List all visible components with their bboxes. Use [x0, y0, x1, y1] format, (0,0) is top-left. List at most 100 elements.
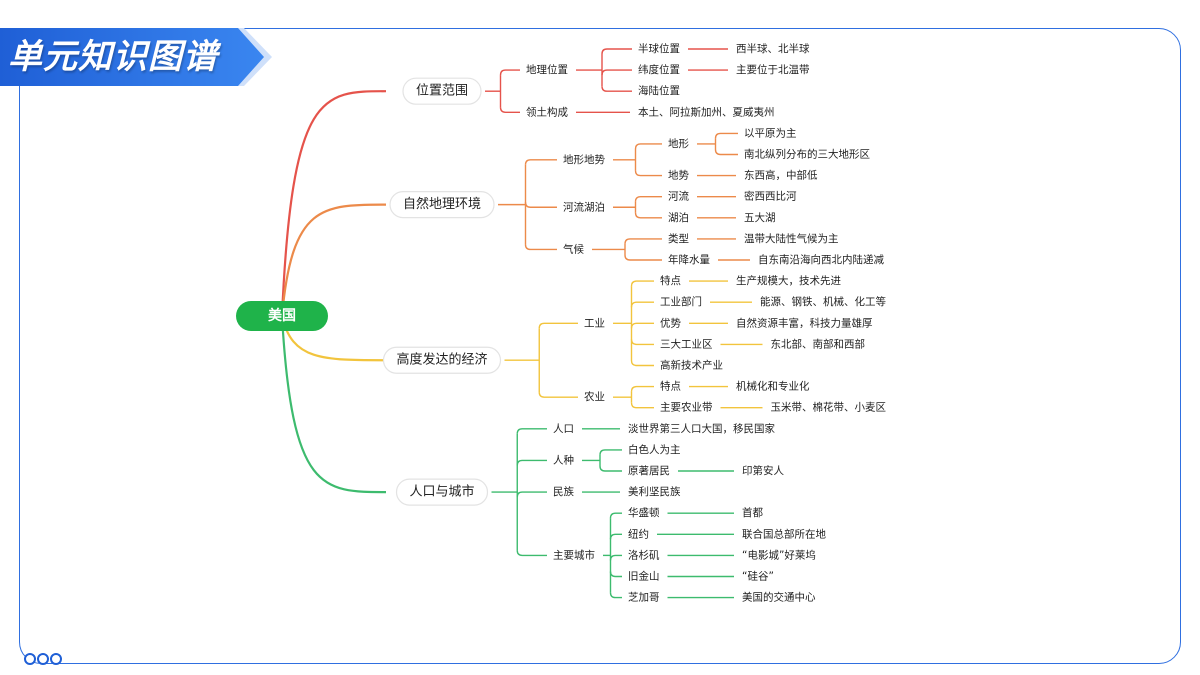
- detail-node: 机械化和专业化: [736, 380, 810, 393]
- page-dot-icon: [37, 653, 49, 665]
- content-frame: [19, 28, 1181, 664]
- branch-curve: [280, 90, 387, 317]
- subtopic-node: 半球位置: [638, 42, 680, 55]
- topic-node-bg: [382, 346, 502, 374]
- connector: [499, 107, 520, 113]
- detail-node: 印第安人: [742, 464, 784, 477]
- detail-node: “硅谷”: [742, 570, 774, 583]
- detail-node: “电影城”好莱坞: [742, 548, 816, 561]
- subtopic-node: 类型: [668, 232, 689, 245]
- topic-node: 位置范围: [416, 84, 468, 99]
- detail-node: 五大湖: [744, 211, 776, 224]
- connector: [524, 202, 557, 208]
- detail-node: 生产规模大，技术先进: [736, 274, 841, 287]
- detail-node: 淡世界第三人口大国，移民国家: [628, 422, 775, 435]
- connector: [634, 212, 662, 219]
- detail-node: 美国的交通中心: [742, 591, 816, 604]
- detail-node: 自东南沿海向西北内陆递减: [758, 253, 884, 266]
- branch-lines: [280, 48, 763, 599]
- topic-node: 人口与城市: [409, 484, 474, 500]
- connector: [516, 428, 547, 434]
- subtopic-node: 优势: [660, 316, 681, 329]
- subtopic-node: 特点: [660, 381, 681, 393]
- detail-node: 温带大陆性气候为主: [744, 232, 839, 245]
- subtopic-node: 年降水量: [668, 253, 710, 266]
- subtopic-node: 河流: [668, 190, 689, 203]
- connector: [630, 322, 654, 329]
- detail-node: 东西高，中部低: [744, 169, 818, 182]
- page-indicator: [24, 650, 63, 665]
- connector: [524, 159, 557, 165]
- connector: [624, 238, 662, 244]
- connector: [609, 554, 622, 561]
- connector: [538, 392, 578, 398]
- subtopic-node: 以平原为主: [744, 127, 797, 139]
- connector: [634, 143, 662, 149]
- connector: [601, 48, 632, 55]
- detail-node: 首都: [742, 506, 763, 519]
- connector: [634, 196, 662, 202]
- topic-node: 高度发达的经济: [396, 352, 487, 368]
- connector: [499, 69, 520, 76]
- subtopic-node: 旧金山: [628, 570, 660, 583]
- subtopic-node: 民族: [553, 485, 574, 498]
- subtopic-node: 洛杉矶: [628, 548, 660, 561]
- subtopic-node: 特点: [660, 275, 681, 287]
- subtopic-node: 主要城市: [553, 548, 595, 561]
- subtopic-node: 工业: [584, 317, 605, 329]
- subtopic-node: 领土构成: [526, 105, 568, 118]
- topic-node-bg: [389, 191, 495, 219]
- root-node: 美国: [268, 307, 296, 324]
- subtopic-node: 人口: [553, 423, 574, 435]
- subtopic-node: 地理位置: [526, 63, 568, 76]
- connector: [624, 254, 662, 261]
- subtopic-node: 气候: [563, 242, 584, 255]
- detail-node: 联合国总部所在地: [742, 527, 826, 540]
- subtopic-node: 湖泊: [668, 212, 689, 224]
- subtopic-node: 地势: [668, 169, 689, 182]
- detail-node: 自然资源丰富，科技力量雄厚: [736, 316, 873, 329]
- connector: [538, 322, 578, 329]
- detail-node: 主要位于北温带: [736, 63, 810, 76]
- subtopic-node: 原著居民: [628, 464, 670, 477]
- detail-node: 玉米带、棉花带、小麦区: [771, 401, 887, 414]
- detail-node: 密西西比河: [744, 190, 797, 203]
- subtopic-node: 纽约: [628, 527, 649, 540]
- connector: [609, 512, 622, 519]
- page-title: 单元知识图谱: [8, 37, 218, 77]
- subtopic-node: 高新技术产业: [660, 359, 723, 372]
- subtopic-node: 地形: [668, 137, 689, 150]
- topic-node: 自然地理环境: [403, 196, 481, 212]
- detail-node: 本土、阿拉斯加州、夏威夷州: [638, 105, 775, 118]
- topic-node-bg: [395, 478, 489, 506]
- detail-node: 东北部、南部和西部: [771, 337, 866, 350]
- subtopic-node: 海陆位置: [638, 84, 680, 97]
- page-dot-icon: [50, 653, 62, 665]
- subtopic-node: 农业: [584, 390, 605, 403]
- subtopic-node: 工业部门: [660, 295, 702, 308]
- connector: [630, 360, 654, 367]
- page-dot-icon: [24, 653, 36, 665]
- connector: [516, 550, 547, 557]
- connector: [714, 132, 738, 139]
- connector: [599, 449, 622, 455]
- subtopic-node: 河流湖泊: [563, 200, 605, 213]
- title-banner: [0, 28, 272, 86]
- branch-curve: [280, 315, 387, 494]
- subtopic-node: 三大工业区: [660, 337, 713, 350]
- connector: [601, 69, 632, 76]
- connector: [630, 402, 654, 409]
- connector: [634, 170, 662, 177]
- connector: [609, 592, 622, 599]
- detail-node: 美利坚民族: [628, 485, 681, 498]
- topic-node-bg: [402, 77, 482, 105]
- detail-node: 西半球、北半球: [736, 42, 810, 55]
- connector: [524, 244, 557, 251]
- subtopic-node: 芝加哥: [628, 591, 660, 604]
- subtopic-node: 白色人为主: [628, 443, 681, 456]
- detail-node: 能源、钢铁、机械、化工等: [760, 295, 886, 308]
- subtopic-node: 南北纵列分布的三大地形区: [744, 148, 870, 161]
- connector: [630, 301, 654, 308]
- subtopic-node: 主要农业带: [660, 401, 713, 414]
